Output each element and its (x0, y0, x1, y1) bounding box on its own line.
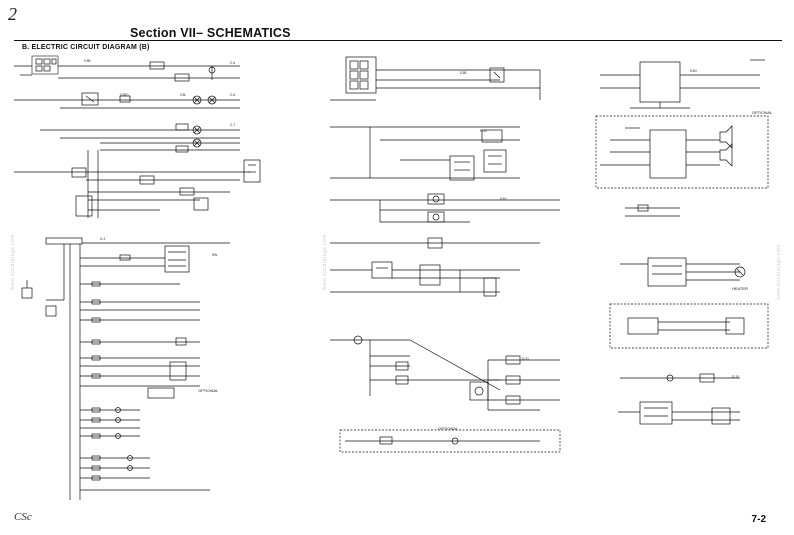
svg-text:D-31: D-31 (522, 357, 529, 361)
svg-text:G-1: G-1 (100, 237, 106, 241)
label-optional-radio: OPTIONAL (752, 110, 773, 115)
page-number: 7-2 (751, 514, 766, 525)
schematic-tags: 0.5B 0.85G 0.5L C-5 C-6 C-7 G-1 SW 0.5B … (84, 59, 739, 379)
svg-text:0.5L: 0.5L (180, 93, 186, 97)
svg-text:0.5Y: 0.5Y (500, 197, 507, 201)
section-title: Section VII– SCHEMATICS (130, 26, 291, 40)
svg-text:R-12: R-12 (480, 129, 487, 133)
label-optional-left: OPTIONAL (198, 388, 219, 393)
footer-mark: CSc (14, 511, 32, 523)
svg-text:C-5: C-5 (230, 61, 235, 65)
svg-text:C-6: C-6 (230, 93, 235, 97)
svg-text:0.85G: 0.85G (120, 93, 129, 97)
svg-text:C-7: C-7 (230, 123, 235, 127)
svg-text:SW: SW (212, 253, 217, 257)
svg-text:0.5B: 0.5B (84, 59, 91, 63)
left-top-circuits (14, 55, 261, 218)
header-rule (14, 40, 782, 41)
left-lower-circuits (21, 237, 230, 500)
label-heater: HEATER (732, 286, 748, 291)
svg-text:0.5B: 0.5B (460, 71, 467, 75)
corner-page-number: 2 (8, 4, 17, 24)
svg-text:0.5G: 0.5G (690, 69, 697, 73)
diagram-title: B. ELECTRIC CIRCUIT DIAGRAM (B) (22, 44, 150, 51)
right-circuits (595, 59, 769, 425)
svg-text:D-15: D-15 (732, 375, 739, 379)
label-optional-middle: OPTIONAL (438, 426, 459, 431)
middle-circuits (330, 56, 561, 453)
